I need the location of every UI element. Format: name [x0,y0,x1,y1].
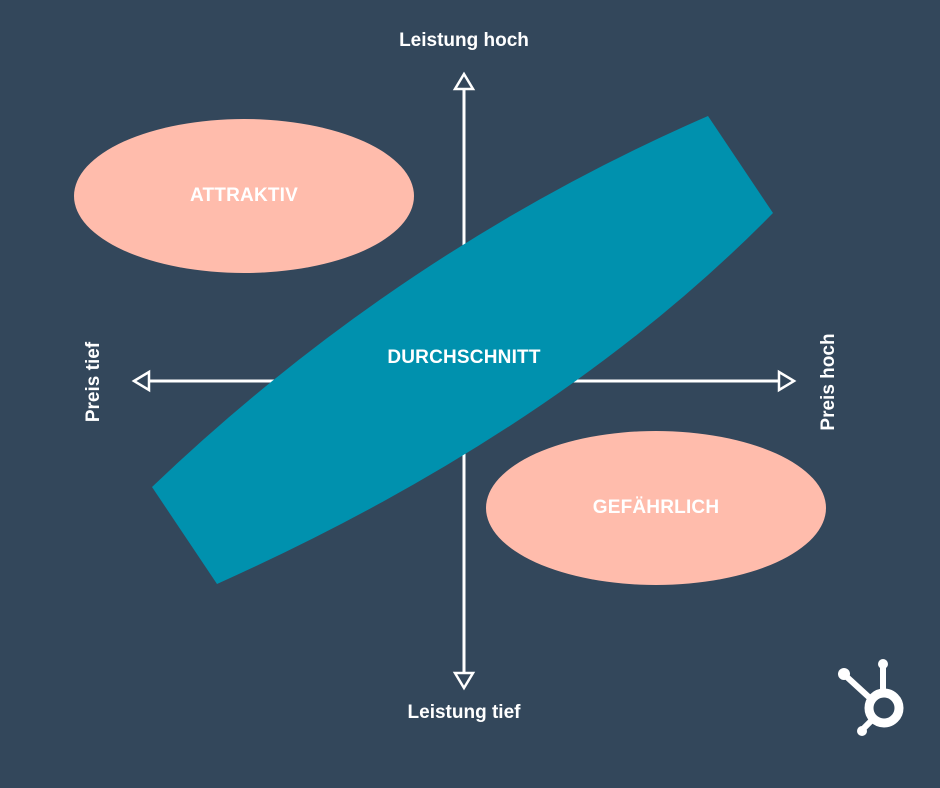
arrow-left-icon [131,369,151,393]
arrow-up-icon [452,71,476,91]
arrow-down-icon [452,671,476,691]
region-label-attractive: ATTRAKTIV [189,185,299,206]
region-label-dangerous: GEFÄHRLICH [592,497,720,518]
axis-label-right: Preis hoch [818,333,839,431]
dangerous-region [486,431,826,585]
arrow-right-icon [777,369,797,393]
hubspot-sprocket-icon [838,659,904,736]
average-band [152,116,773,584]
axis-label-left: Preis tief [83,341,104,423]
axis-label-bottom: Leistung tief [407,702,521,723]
region-label-average: DURCHSCHNITT [387,347,541,368]
axis-label-top: Leistung hoch [399,30,529,51]
attractive-region [74,119,414,273]
